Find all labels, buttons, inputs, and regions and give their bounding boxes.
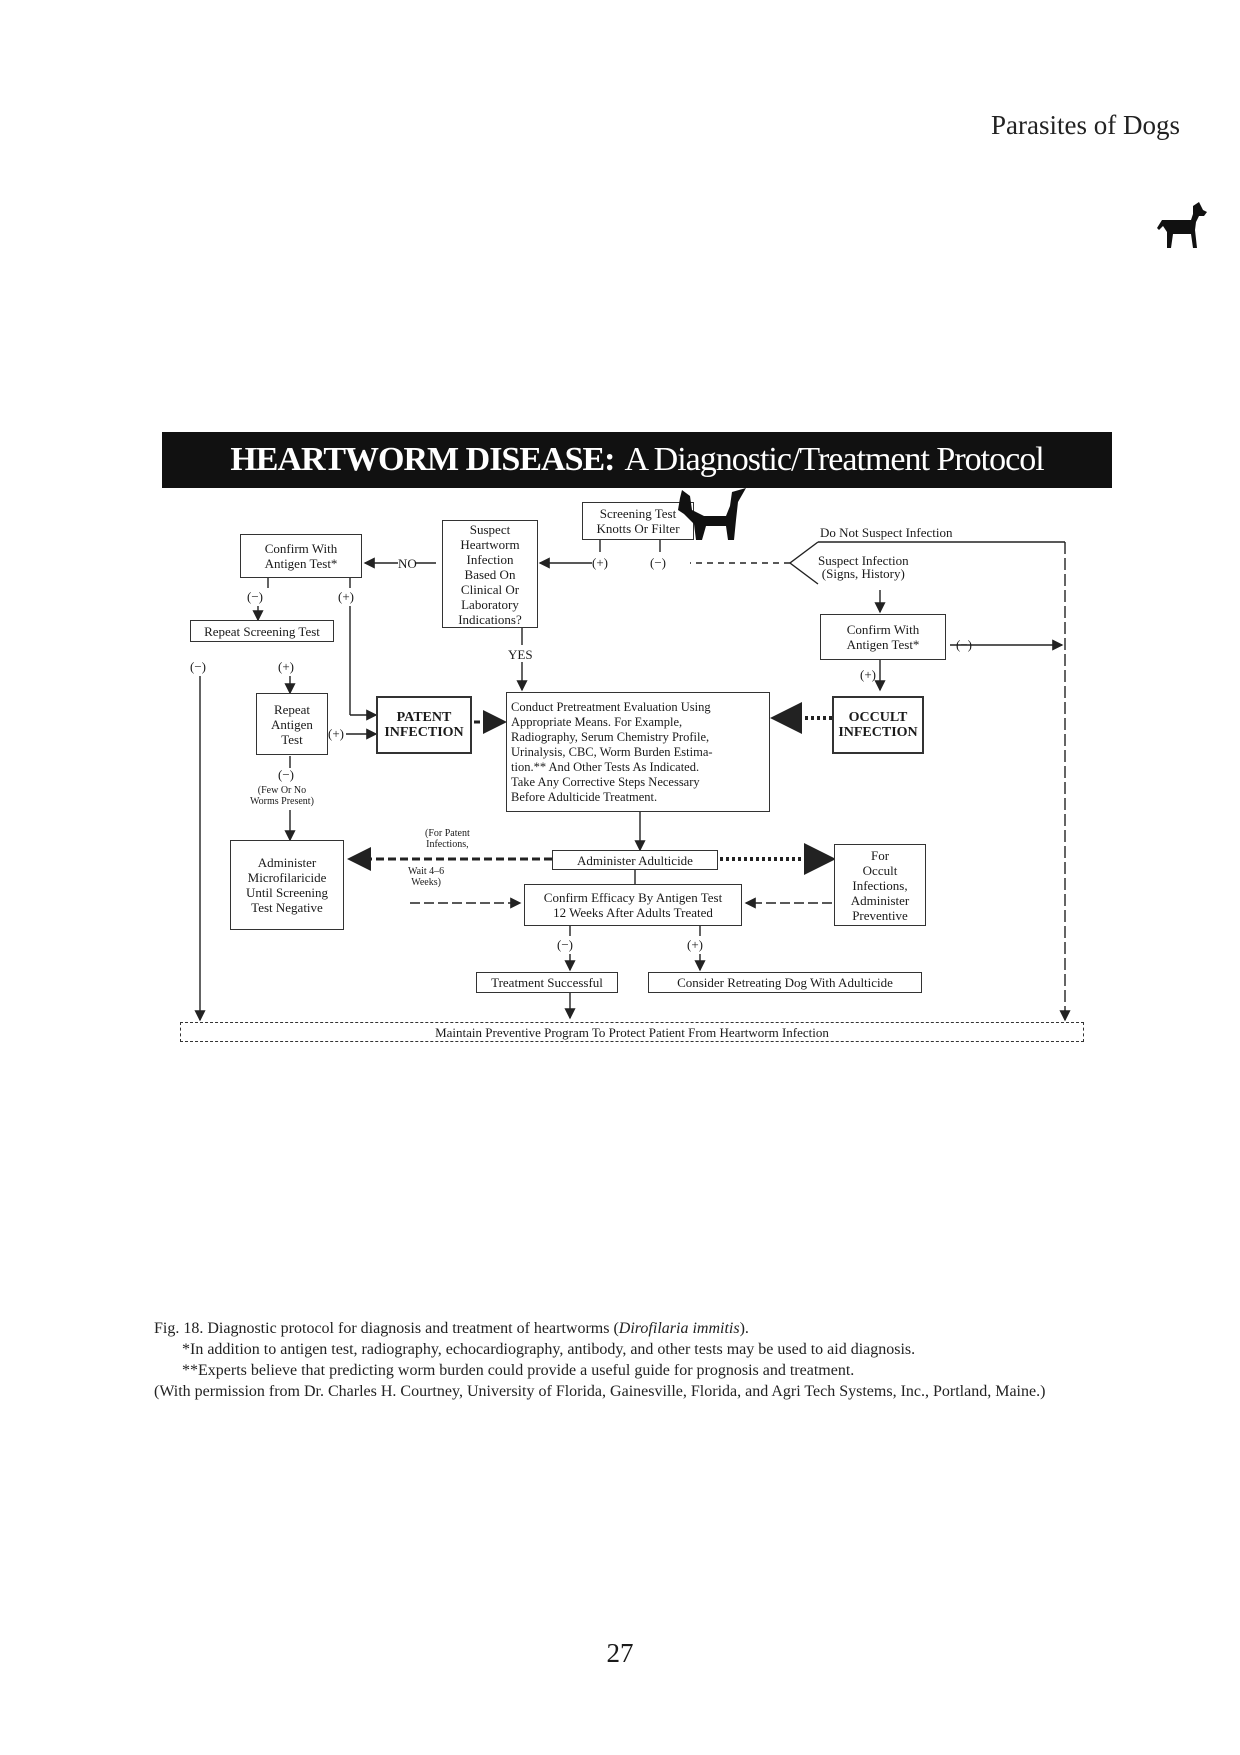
- caption-permission: (With permission from Dr. Charles H. Cou…: [154, 1383, 1046, 1400]
- screening-plus-label: (+): [592, 555, 608, 570]
- repeat-screening-minus-label: (−): [190, 659, 206, 674]
- title-bold: HEARTWORM DISEASE:: [230, 441, 615, 478]
- caption-species: Dirofilaria immitis: [618, 1320, 740, 1337]
- page-number: 27: [606, 1638, 634, 1668]
- for-patent-label: (For Patent Infections,: [425, 828, 470, 850]
- no-label: NO: [398, 556, 417, 571]
- few-worms-label: (Few Or No Worms Present): [250, 785, 314, 807]
- repeat-screening-plus-label: (+): [278, 659, 294, 674]
- for-occult-box: For Occult Infections, Administer Preven…: [834, 844, 926, 926]
- suspect-heartworm-box: Suspect Heartworm Infection Based On Cli…: [442, 520, 538, 628]
- confirm-left-plus-label: (+): [338, 589, 354, 604]
- confirm-antigen-right-box: Confirm With Antigen Test*: [820, 614, 946, 660]
- title-regular: A Diagnostic/Treatment Protocol: [624, 441, 1044, 478]
- yes-label: YES: [508, 647, 533, 662]
- caption-note1: *In addition to antigen test, radiograph…: [182, 1341, 916, 1358]
- caption-line1: Fig. 18. Diagnostic protocol for diagnos…: [154, 1320, 749, 1337]
- patent-infection-box: PATENT INFECTION: [376, 696, 472, 754]
- repeat-antigen-plus-label: (+): [328, 726, 344, 741]
- repeat-antigen-box: Repeat Antigen Test: [256, 693, 328, 755]
- heartworm-protocol-diagram: HEARTWORM DISEASE: A Diagnostic/Treatmen…: [162, 432, 1112, 1042]
- figure-caption: Fig. 18. Diagnostic protocol for diagnos…: [154, 1318, 1094, 1402]
- do-not-suspect-label: Do Not Suspect Infection: [820, 525, 953, 540]
- confirm-antigen-left-box: Confirm With Antigen Test*: [240, 534, 362, 578]
- wait-weeks-label: Wait 4–6 Weeks): [408, 866, 445, 888]
- flow-arrows: [194, 540, 1071, 1022]
- caption-note2: **Experts believe that predicting worm b…: [182, 1362, 855, 1379]
- pretreatment-box: Conduct Pretreatment Evaluation Using Ap…: [506, 692, 770, 812]
- consider-retreating-box: Consider Retreating Dog With Adulticide: [648, 972, 922, 993]
- diagram-title: HEARTWORM DISEASE: A Diagnostic/Treatmen…: [162, 432, 1112, 488]
- suspect-infection-label: Suspect Infection (Signs, History): [818, 553, 909, 581]
- screening-minus-label: (−): [650, 555, 666, 570]
- maintain-preventive-box: Maintain Preventive Program To Protect P…: [180, 1022, 1084, 1042]
- treatment-successful-box: Treatment Successful: [476, 972, 618, 993]
- repeat-screening-box: Repeat Screening Test: [190, 620, 334, 642]
- efficacy-plus-label: (+): [687, 937, 703, 952]
- dog-silhouette-icon: [1157, 202, 1207, 248]
- dog-silhouette-icon: [678, 488, 746, 540]
- screening-test-box: Screening Test Knotts Or Filter: [582, 502, 694, 540]
- confirm-right-minus-label: (−): [956, 637, 972, 652]
- efficacy-minus-label: (−): [557, 937, 573, 952]
- confirm-efficacy-box: Confirm Efficacy By Antigen Test 12 Week…: [524, 884, 742, 926]
- occult-infection-box: OCCULT INFECTION: [832, 696, 924, 754]
- confirm-left-minus-label: (−): [247, 589, 263, 604]
- repeat-antigen-minus-label: (−): [278, 767, 294, 782]
- administer-adulticide-box: Administer Adulticide: [552, 850, 718, 870]
- confirm-right-plus-label: (+): [860, 667, 876, 682]
- administer-microfilaricide-box: Administer Microfilaricide Until Screeni…: [230, 840, 344, 930]
- running-head: Parasites of Dogs: [991, 110, 1180, 140]
